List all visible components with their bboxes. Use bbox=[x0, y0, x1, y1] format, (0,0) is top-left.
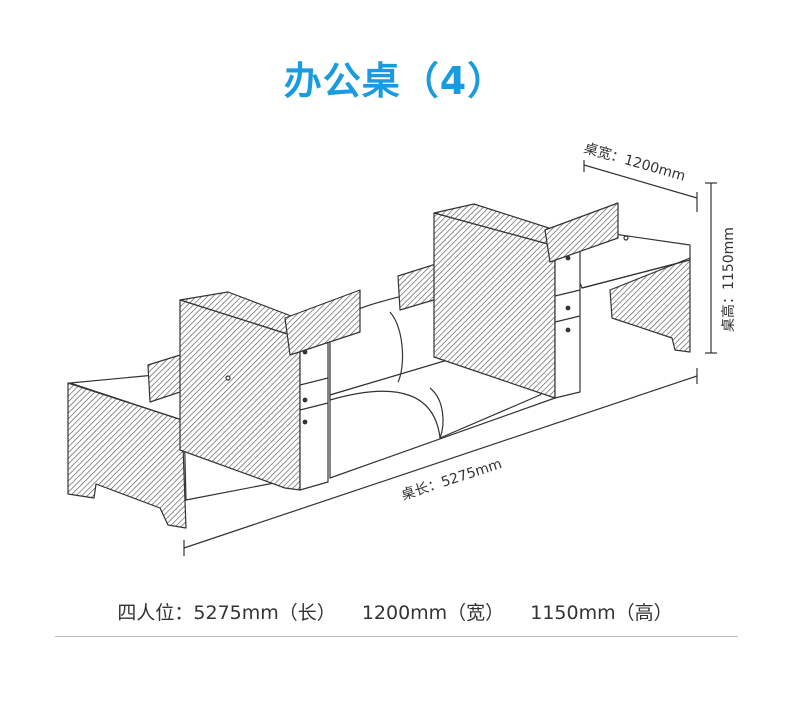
right-cabinet-front bbox=[554, 237, 581, 399]
right-desk-end-leg bbox=[609, 257, 691, 353]
left-cabinet-side bbox=[179, 299, 301, 491]
divider-line bbox=[55, 636, 738, 637]
left-desk-end-leg bbox=[67, 382, 187, 529]
spec-line: 四人位：5275mm（长） 1200mm（宽） 1150mm（高） bbox=[0, 598, 790, 625]
page-title: 办公桌（4） bbox=[283, 59, 507, 103]
spec-height: 1150mm（高） bbox=[530, 602, 673, 624]
middle-left-screen-divider bbox=[284, 289, 361, 356]
spec-length: 四人位：5275mm（长） bbox=[117, 602, 336, 624]
right-screen-divider bbox=[544, 202, 619, 263]
height-dimension-line bbox=[705, 182, 717, 354]
spec-width: 1200mm（宽） bbox=[361, 602, 505, 624]
width-dimension-line bbox=[583, 160, 698, 212]
length-dimension-label: 桌长：5275mm bbox=[399, 456, 504, 504]
height-dimension-label: 桌高：1150mm bbox=[720, 227, 737, 332]
length-dimension-line bbox=[183, 368, 698, 556]
width-dimension-label: 桌宽：1200mm bbox=[582, 140, 688, 185]
